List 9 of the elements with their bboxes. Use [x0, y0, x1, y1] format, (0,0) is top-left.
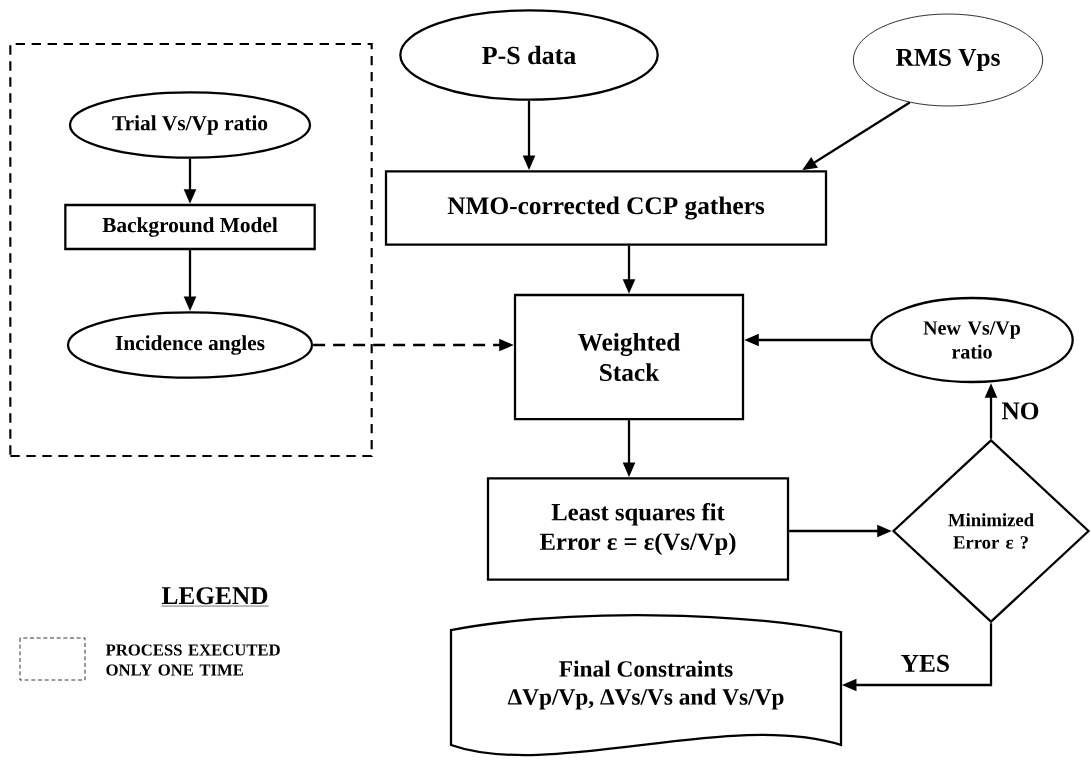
edge-label: NO	[1000, 401, 1041, 421]
process-box: NMO-corrected CCP gathers	[384, 170, 828, 246]
dashed-group-box	[9, 42, 373, 458]
process-box: Weighted Stack	[513, 293, 745, 421]
legend-heading: LEGEND	[161, 587, 269, 607]
legend-text: PROCESS EXECUTED ONLY ONE TIME	[105, 644, 280, 676]
edge-label: YES	[899, 653, 952, 674]
process-box: Background Model	[64, 203, 316, 251]
process-box: Least squares fit Error ε = ε(Vs/Vp)	[486, 477, 790, 581]
